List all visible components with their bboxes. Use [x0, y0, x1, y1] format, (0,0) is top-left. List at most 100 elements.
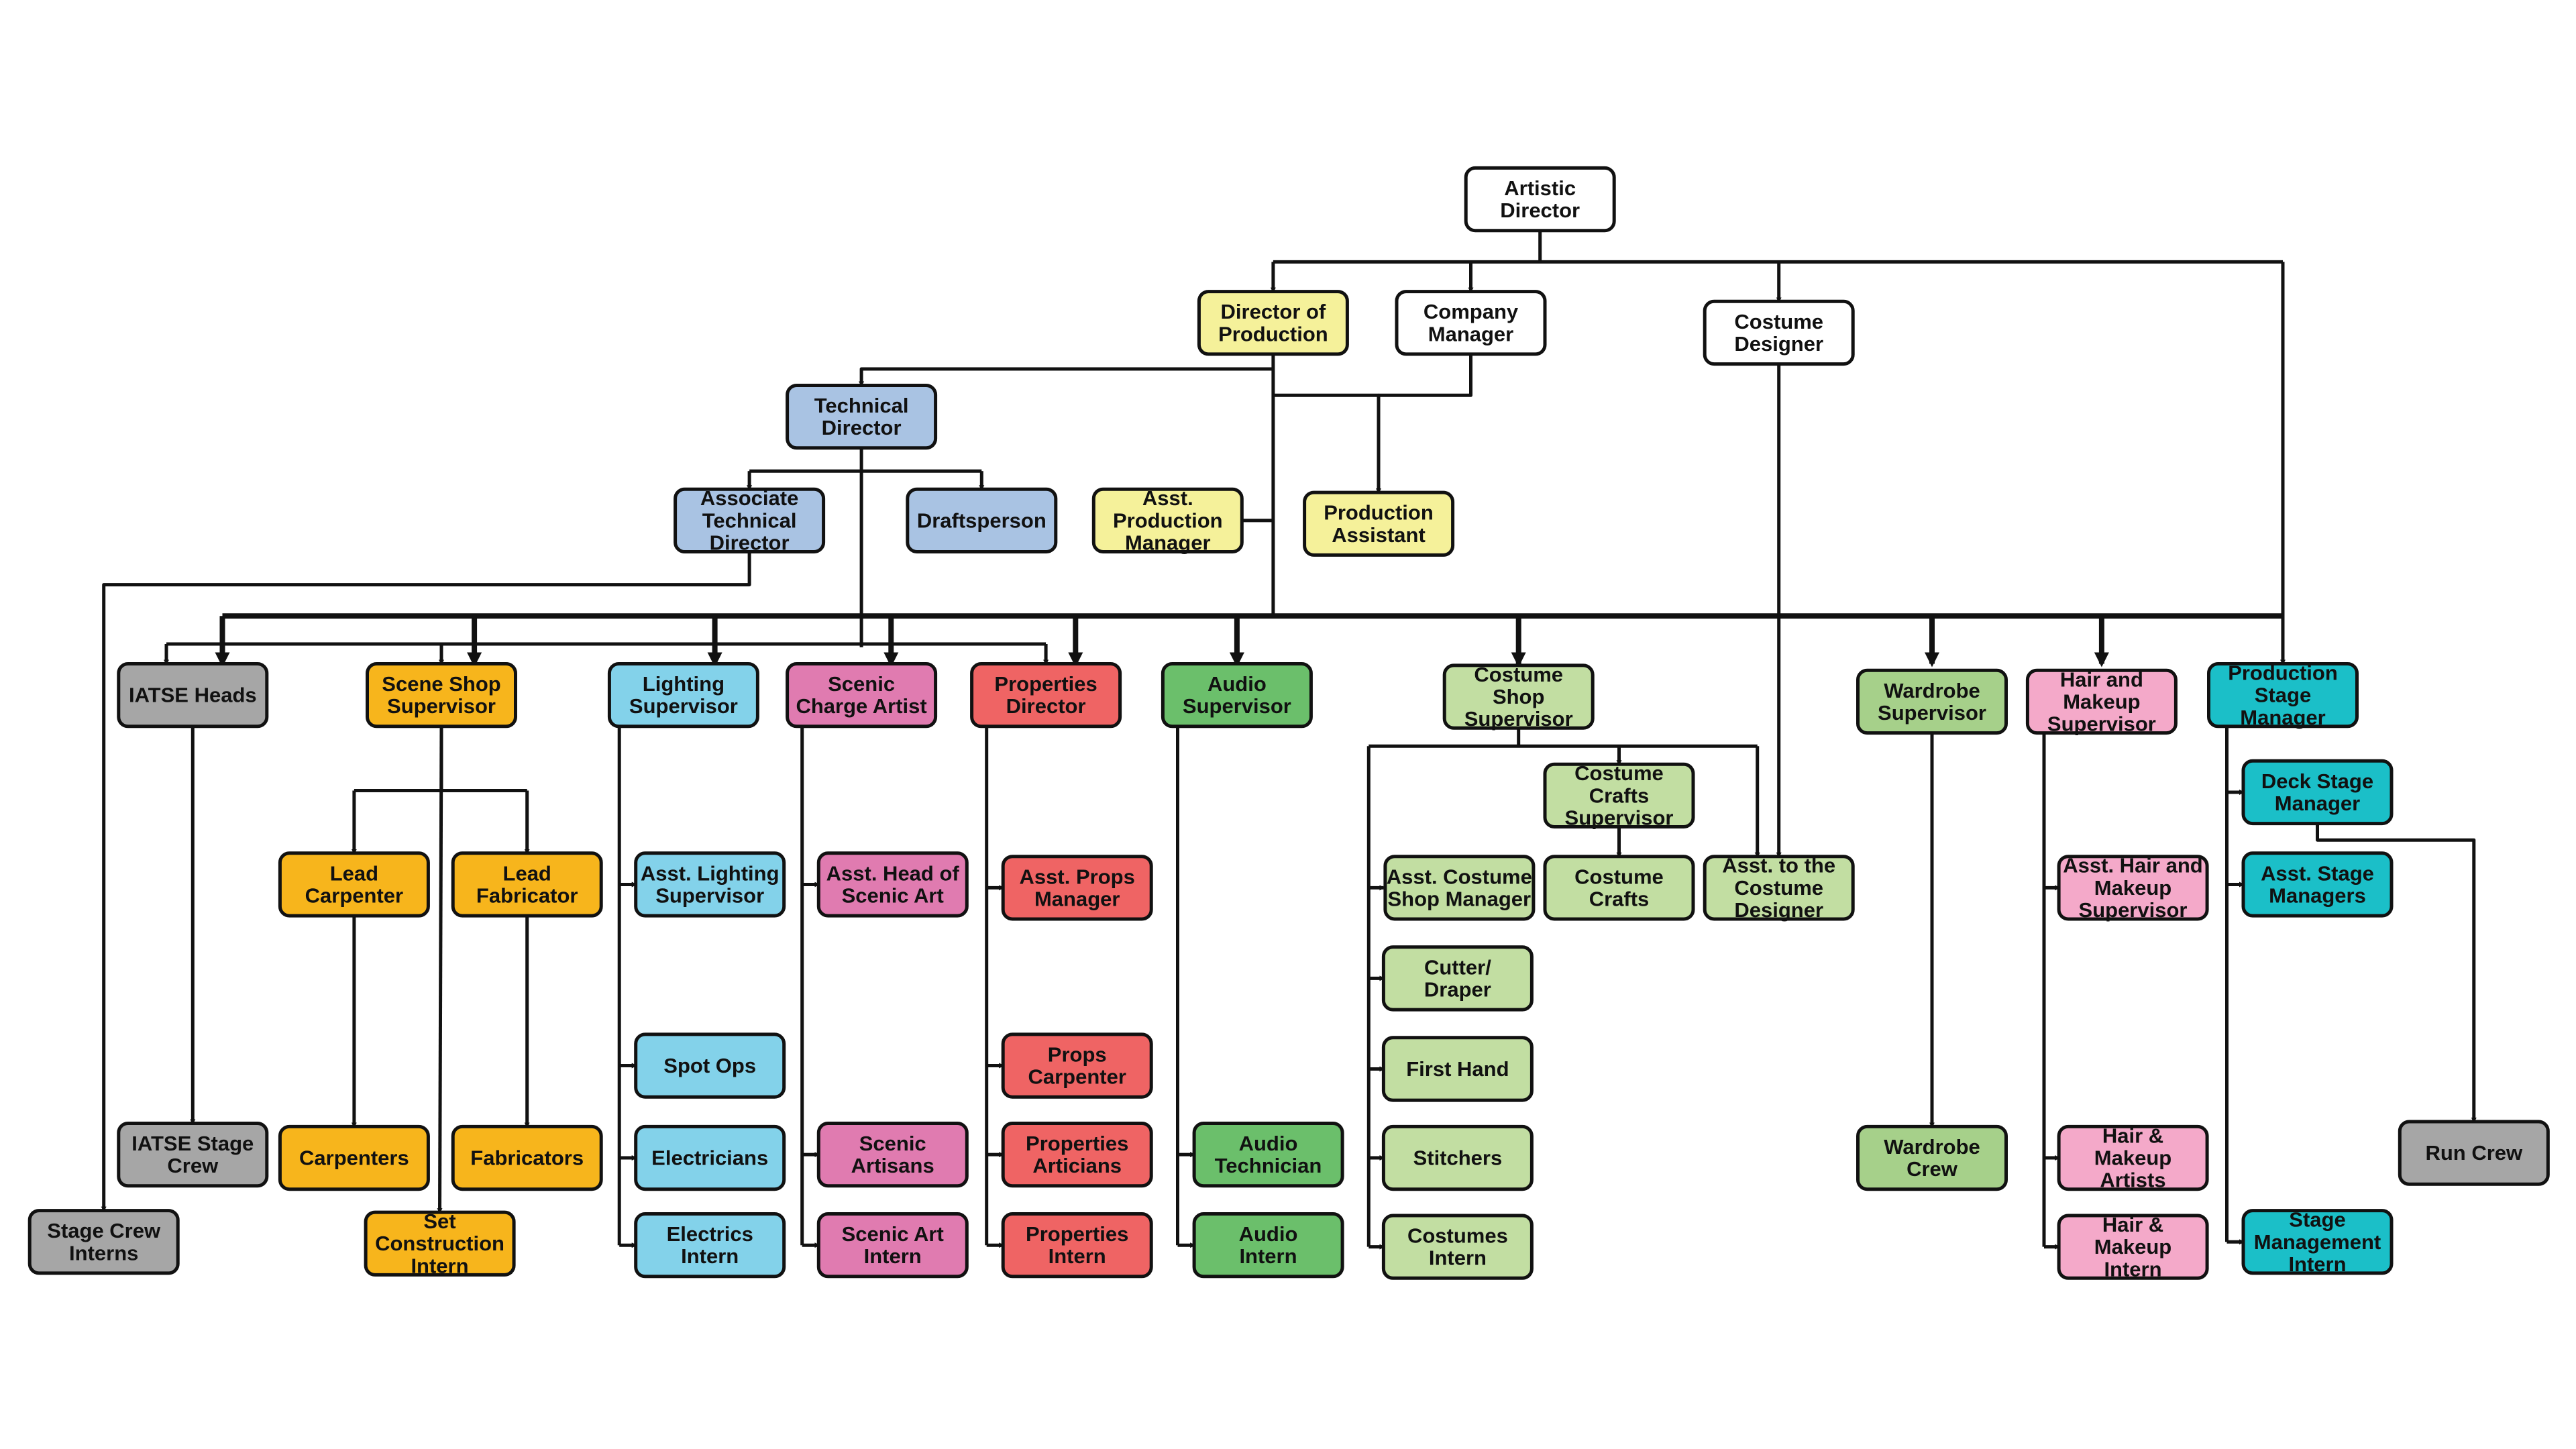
node-iatse-heads: IATSE Heads — [117, 662, 269, 729]
node-label-line: Manager — [1034, 887, 1120, 910]
node-label-line: Supervisor — [2079, 898, 2188, 922]
node-label-line: Designer — [1734, 332, 1823, 356]
node-label-line: Intern — [411, 1254, 468, 1277]
node-box — [786, 384, 938, 450]
node-label-line: Crew — [1907, 1157, 1958, 1181]
node-box — [2207, 662, 2359, 729]
node-first-hand: First Hand — [1381, 1036, 1534, 1102]
node-label-line: Makeup — [2094, 1235, 2171, 1258]
node-label-line: Manager — [2275, 792, 2360, 815]
node-label-line: Lighting — [643, 672, 724, 696]
node-label-line: Artists — [2100, 1169, 2165, 1192]
node-stitchers: Stitchers — [1381, 1124, 1534, 1191]
node-label-line: Manager — [1428, 322, 1513, 345]
node-label-line: Associate — [700, 486, 798, 510]
node-box — [634, 1212, 786, 1279]
node-label-line: Properties — [1026, 1132, 1128, 1155]
node-label-line: Costume — [1574, 761, 1664, 785]
node-box — [1001, 1122, 1153, 1188]
node-box — [1703, 855, 1855, 921]
node-spot-ops: Spot Ops — [634, 1032, 786, 1099]
node-label-line: Asst. Lighting — [641, 861, 780, 885]
node-label-line: Management — [2254, 1230, 2381, 1254]
node-cutter-draper: Cutter/Draper — [1381, 945, 1534, 1012]
node-label-line: Supervisor — [2047, 712, 2156, 736]
node-box — [1001, 855, 1153, 921]
node-label-line: Technical — [814, 394, 909, 417]
node-label-line: Lead — [330, 861, 378, 885]
node-label-line: Makeup — [2063, 690, 2140, 713]
node-label-line: Asst. to the — [1722, 854, 1835, 877]
node-label-line: Cutter/ — [1424, 955, 1491, 979]
node-box — [2241, 1209, 2394, 1275]
node-label-line: Supervisor — [1464, 707, 1573, 731]
node-label-line: First Hand — [1406, 1057, 1509, 1081]
node-label-line: Costumes — [1407, 1224, 1508, 1248]
node-label-line: Properties — [994, 672, 1097, 696]
node-box — [2241, 851, 2394, 918]
node-label-line: Interns — [69, 1241, 138, 1265]
node-label-line: Stage — [2255, 684, 2311, 707]
node-label-line: Supervisor — [387, 694, 496, 718]
node-label-line: Deck Stage — [2261, 769, 2373, 793]
node-box — [1197, 290, 1349, 356]
node-label-line: Production — [1113, 508, 1223, 532]
node-label-line: Intern — [2104, 1257, 2161, 1281]
node-box — [674, 487, 826, 554]
node-label-line: Supervisor — [1565, 806, 1674, 830]
node-label-line: Assistant — [1332, 523, 1426, 547]
node-label-line: IATSE Stage — [131, 1132, 254, 1155]
node-label-line: Intern — [681, 1244, 739, 1268]
node-box — [1001, 1212, 1153, 1279]
node-box — [1543, 762, 1695, 828]
node-label-line: Production — [1324, 501, 1434, 525]
node-fabricators: Fabricators — [451, 1124, 603, 1191]
node-label-line: Carpenters — [299, 1146, 409, 1170]
node-label-line: Audio — [1239, 1132, 1298, 1155]
node-box — [607, 662, 759, 729]
connector-company-manager-to-pa — [1379, 354, 1472, 397]
node-box — [451, 1124, 603, 1191]
node-label-line: Fabricators — [470, 1146, 584, 1170]
node-electricians: Electricians — [634, 1124, 786, 1191]
node-box — [1543, 855, 1695, 921]
node-label-line: Manager — [1125, 531, 1210, 555]
node-label-line: Shop Manager — [1388, 887, 1532, 910]
node-draftsperson: Draftsperson — [906, 487, 1058, 554]
node-label-line: Wardrobe — [1884, 1135, 1980, 1159]
node-box — [1381, 1036, 1534, 1102]
node-carpenters: Carpenters — [278, 1124, 430, 1191]
node-box — [1381, 1214, 1534, 1280]
node-label-line: Director — [822, 416, 902, 439]
node-label-line: Makeup — [2094, 876, 2171, 900]
node-label-line: Scenic Art — [842, 884, 944, 908]
node-label-line: Asst. Props — [1020, 865, 1135, 888]
connector-deck-to-run-crew — [2316, 823, 2477, 1123]
connector-to-set-construction-intern — [437, 726, 443, 1214]
node-label-line: Intern — [1049, 1244, 1106, 1268]
node-box — [364, 1210, 516, 1277]
node-label-line: Carpenter — [1028, 1065, 1126, 1089]
node-box — [634, 1032, 786, 1099]
node-box — [278, 851, 430, 918]
